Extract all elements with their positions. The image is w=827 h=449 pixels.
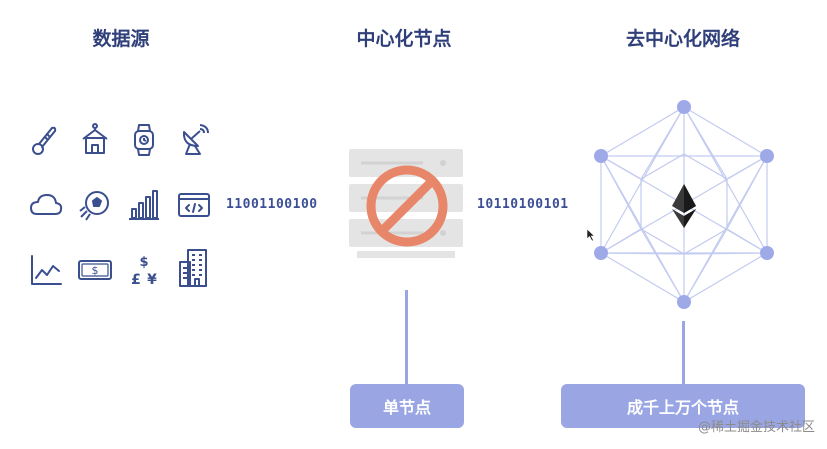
svg-text:$: $ <box>139 255 148 270</box>
svg-text:£: £ <box>131 272 141 288</box>
building-icon <box>176 248 212 288</box>
schoolhouse-icon <box>77 122 113 158</box>
data-source-icon-grid: $ $ £ ¥ <box>28 120 228 290</box>
left-bitstream: 11001100100 <box>226 197 318 212</box>
banknote-icon: $ <box>77 252 113 288</box>
single-node-connector <box>405 290 408 384</box>
central-server-illustration <box>349 149 463 258</box>
code-window-icon <box>176 187 212 223</box>
line-chart-icon <box>28 252 64 288</box>
cloud-icon <box>28 187 64 223</box>
decentralized-network-graph <box>594 100 774 309</box>
data-sources-heading: 数据源 <box>92 28 150 50</box>
mouse-cursor-icon <box>586 228 596 242</box>
ethereum-icon <box>672 184 696 228</box>
svg-text:¥: ¥ <box>147 272 157 288</box>
prohibited-icon <box>366 165 448 247</box>
many-nodes-connector <box>682 321 685 384</box>
satellite-dish-icon <box>176 122 212 158</box>
centralized-node-heading: 中心化节点 <box>356 28 452 50</box>
many-nodes-label-box: 成千上万个节点 <box>561 384 805 428</box>
soccer-ball-icon <box>77 187 113 223</box>
decentralized-network-heading: 去中心化网络 <box>625 28 741 50</box>
bar-chart-icon <box>126 187 162 223</box>
thermometer-icon <box>28 122 64 158</box>
single-node-label-box: 单节点 <box>350 384 464 428</box>
network-nodes <box>594 100 774 309</box>
currency-symbols-icon: $ £ ¥ <box>126 252 162 288</box>
watermark: @稀土掘金技术社区 <box>697 420 815 435</box>
svg-text:$: $ <box>92 264 99 277</box>
right-bitstream: 10110100101 <box>477 197 569 212</box>
smartwatch-icon <box>126 122 162 158</box>
